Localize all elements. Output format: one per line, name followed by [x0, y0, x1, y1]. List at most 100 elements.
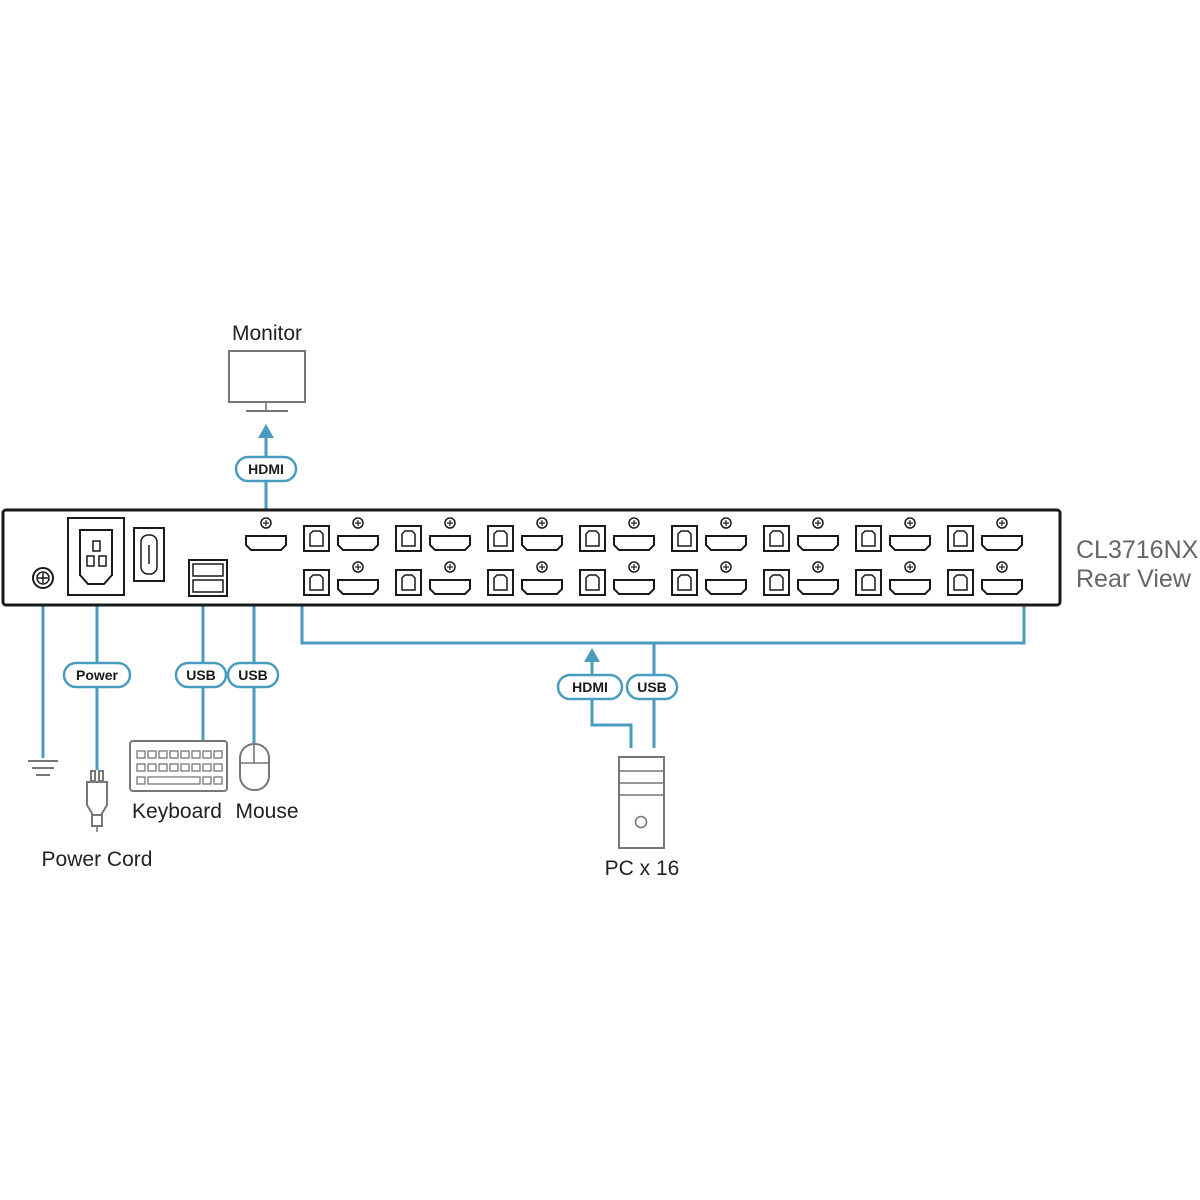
mouse-label: Mouse — [235, 800, 298, 823]
screw-icon — [628, 561, 640, 573]
computer-port-16 — [947, 561, 1023, 596]
computer-port-4 — [579, 517, 655, 552]
usb-b-port-icon — [763, 525, 790, 552]
usb-b-port-icon — [947, 569, 974, 596]
pc-hdmi-tag: HDMI — [556, 673, 624, 701]
keyboard-label: Keyboard — [132, 800, 222, 823]
screw-icon — [536, 517, 548, 529]
computer-port-grid — [303, 517, 1023, 596]
pc-bus-cable — [300, 598, 1026, 645]
monitor-icon — [228, 350, 306, 412]
usb-b-port-icon — [947, 525, 974, 552]
keyboard-keys — [136, 750, 223, 785]
screw-icon — [352, 561, 364, 573]
key — [191, 763, 201, 772]
monitor-hdmi-tag-label: HDMI — [248, 461, 284, 477]
pc-tower-icon — [618, 756, 665, 849]
screw-icon — [904, 517, 916, 529]
pc-usb-tag: USB — [625, 673, 679, 701]
hdmi-port-icon — [521, 579, 563, 595]
computer-port-3 — [487, 517, 563, 552]
screw-icon — [628, 517, 640, 529]
usb-b-port-icon — [303, 569, 330, 596]
key — [180, 750, 190, 759]
pc-hdmi-arrow-icon — [584, 648, 600, 662]
usb-b-port-icon — [579, 525, 606, 552]
hdmi-port-icon — [429, 535, 471, 551]
model-name: CL3716NX — [1076, 536, 1199, 564]
hdmi-port-icon — [797, 579, 839, 595]
screw-icon — [996, 561, 1008, 573]
power-switch-icon — [133, 527, 165, 582]
key — [202, 763, 212, 772]
hdmi-port-icon — [981, 535, 1023, 551]
computer-port-9 — [303, 561, 379, 596]
usb-b-port-icon — [303, 525, 330, 552]
usb-b-port-icon — [763, 569, 790, 596]
view-label: Rear View — [1076, 565, 1192, 593]
screw-icon — [720, 517, 732, 529]
monitor-label: Monitor — [232, 322, 302, 345]
key — [169, 763, 179, 772]
monitor-hdmi-tag: HDMI — [234, 455, 298, 483]
computer-port-12 — [579, 561, 655, 596]
mouse-usb-tag-label: USB — [238, 667, 268, 683]
key — [180, 763, 190, 772]
hdmi-port-icon — [981, 579, 1023, 595]
keyboard-icon — [129, 740, 228, 792]
power-cord-label: Power Cord — [42, 848, 153, 871]
screw-icon — [812, 517, 824, 529]
hdmi-port-icon — [613, 535, 655, 551]
ground-screw-icon — [32, 567, 54, 589]
key — [202, 750, 212, 759]
usb-b-port-icon — [395, 569, 422, 596]
screw-icon — [352, 517, 364, 529]
power-tag: Power — [62, 661, 132, 689]
key — [213, 763, 223, 772]
usb-a-port-icon — [192, 563, 224, 577]
computer-port-11 — [487, 561, 563, 596]
computer-port-2 — [395, 517, 471, 552]
power-plug-icon — [86, 770, 108, 832]
screw-icon — [536, 561, 548, 573]
monitor-arrow-icon — [258, 424, 274, 438]
usb-b-port-icon — [855, 525, 882, 552]
usb-b-port-icon — [395, 525, 422, 552]
mouse-usb-tag: USB — [226, 661, 280, 689]
kvm-switch-rear-panel — [1, 508, 1062, 607]
computer-port-7 — [855, 517, 931, 552]
key — [147, 763, 157, 772]
key — [136, 763, 146, 772]
screw-icon — [812, 561, 824, 573]
hdmi-port-icon — [337, 579, 379, 595]
key — [191, 750, 201, 759]
key — [136, 776, 146, 785]
usb-b-port-icon — [671, 525, 698, 552]
key — [136, 750, 146, 759]
usb-b-port-icon — [579, 569, 606, 596]
usb-b-port-icon — [855, 569, 882, 596]
screw-icon — [444, 561, 456, 573]
computer-port-8 — [947, 517, 1023, 552]
keyboard-usb-tag-label: USB — [186, 667, 216, 683]
usb-b-port-icon — [487, 525, 514, 552]
console-usb-ports — [188, 559, 228, 597]
chassis — [1, 508, 1062, 607]
computer-port-15 — [855, 561, 931, 596]
pc-hdmi-cable — [590, 660, 633, 748]
computer-port-13 — [671, 561, 747, 596]
hdmi-port-icon — [797, 535, 839, 551]
hdmi-port-icon — [889, 579, 931, 595]
computer-port-5 — [671, 517, 747, 552]
key — [147, 750, 157, 759]
hdmi-port-icon — [429, 579, 471, 595]
pc-hdmi-tag-label: HDMI — [572, 679, 608, 695]
hdmi-port-icon — [705, 535, 747, 551]
screw-icon — [996, 517, 1008, 529]
usb-a-port-icon — [192, 579, 224, 593]
key — [169, 750, 179, 759]
power-tag-label: Power — [76, 667, 119, 683]
computer-port-1 — [303, 517, 379, 552]
usb-b-port-icon — [487, 569, 514, 596]
